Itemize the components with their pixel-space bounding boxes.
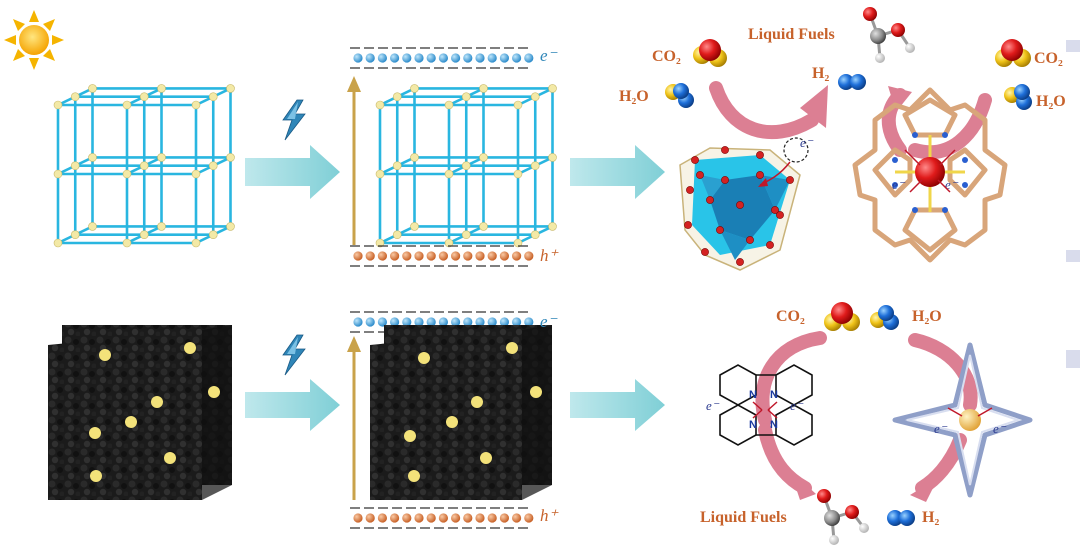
star-electron-arrows: [947, 407, 993, 417]
cycle-arrow-left-bottom: [755, 331, 827, 500]
label-liquid-fuels-bottom: Liquid Fuels: [700, 509, 787, 526]
star-electron-right: e⁻: [993, 421, 1007, 436]
co2-molecule-bottom: [824, 302, 860, 331]
excitation-arrow-top: [347, 76, 361, 245]
pom-cluster: [679, 137, 809, 271]
framework-cube-left: [53, 84, 235, 248]
co2-molecule-top-right: [995, 39, 1031, 67]
porphyrin-nitrogens: [892, 132, 968, 213]
h2-molecule-top: [838, 74, 866, 90]
svg-text:N: N: [770, 419, 778, 431]
band-hole-label-top: h⁺: [540, 246, 558, 265]
band-hole-label-bottom: h⁺: [540, 506, 558, 525]
svg-text:N: N: [749, 419, 757, 431]
band-structure-top: [350, 47, 534, 267]
band-structure-bottom: [350, 311, 534, 529]
porphyrin-electron-left: e⁻: [892, 177, 906, 192]
label-h2o-top-right: H₂O: [1036, 93, 1066, 110]
star-electron-left: e⁻: [934, 421, 948, 436]
framework-cube-middle: [375, 84, 557, 248]
bipyridine-electron-left: e⁻: [706, 398, 720, 413]
lightning-icon: [282, 99, 306, 141]
porous-cube-left: [48, 325, 232, 500]
bipyridine-electron-right: e⁻: [790, 398, 804, 413]
h2o-molecule-top-right: [1004, 84, 1032, 110]
sun-icon: [4, 10, 64, 70]
process-arrow-top-2: [570, 145, 665, 199]
edge-decoration-3: [1066, 350, 1080, 368]
svg-text:N: N: [749, 389, 757, 401]
label-h2o-top-left: H₂O: [619, 88, 649, 105]
label-co2-bottom: CO₂: [776, 308, 805, 325]
label-co2-top-right: CO₂: [1034, 50, 1063, 67]
svg-text:N: N: [770, 389, 778, 401]
edge-decoration-2: [1066, 250, 1080, 262]
process-arrow-bottom-2: [570, 379, 665, 431]
band-electron-label-top: e⁻: [540, 46, 557, 65]
h2o-molecule-bottom: [870, 305, 899, 330]
porphyrin-electron-right: e⁻: [945, 177, 959, 192]
porphyrin-metal-center: [915, 157, 945, 187]
label-co2-top-left: CO₂: [652, 48, 681, 65]
bipyridine-complex: [719, 364, 813, 446]
star-metal-center: [959, 409, 981, 431]
pom-electron-label: e⁻: [800, 135, 814, 150]
porphyrin-structure: [852, 87, 1008, 263]
formic-acid-molecule-top: [863, 7, 915, 63]
lightning-icon-2: [282, 334, 306, 376]
star-framework: [892, 342, 1033, 498]
cycle-arrow-left-top: [709, 81, 828, 140]
process-arrow-top-1: [245, 145, 340, 199]
edge-decoration: [1066, 40, 1080, 52]
label-h2-bottom: H₂: [922, 509, 940, 526]
band-electron-label-bottom: e⁻: [540, 312, 557, 331]
star-framework-inner: [906, 354, 1022, 486]
porous-cube-middle: [370, 325, 552, 500]
process-arrow-bottom-1: [245, 379, 340, 431]
h2o-molecule-top-left: [665, 83, 694, 108]
co2-molecule-top-left: [693, 39, 727, 67]
label-h2o-bottom: H₂O: [912, 308, 942, 325]
label-h2-top: H₂: [812, 65, 830, 82]
excitation-arrow-bottom: [347, 336, 361, 500]
bipyridine-nitrogens: N N N N: [749, 389, 778, 431]
bipyridine-electron-arrows: [752, 401, 778, 419]
h2-molecule-bottom: [887, 510, 915, 526]
formic-acid-molecule-bottom: [817, 489, 869, 545]
label-liquid-fuels-top: Liquid Fuels: [748, 26, 835, 43]
porphyrin-electron-arrows: [904, 149, 956, 193]
